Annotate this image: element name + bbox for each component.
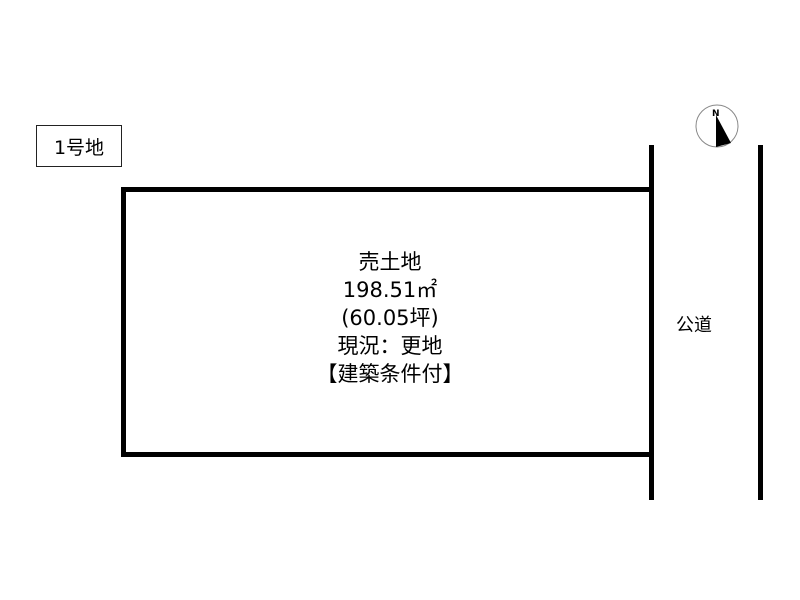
lot-bottom-edge: [121, 452, 653, 457]
road-right-edge: [758, 145, 763, 500]
svg-text:N: N: [712, 109, 720, 119]
lot-area-sqm: 198.51㎡: [342, 278, 438, 302]
lot-area-tsubo: (60.05坪): [341, 306, 439, 330]
lot-left-edge: [121, 187, 126, 457]
road-left-edge: [649, 145, 654, 500]
compass-north-icon: N: [694, 103, 740, 149]
lot-outline: [121, 187, 653, 457]
road-label: 公道: [676, 315, 712, 336]
lot-status: 売土地: [358, 250, 422, 274]
lot-condition: 現況：更地: [337, 334, 443, 358]
lot-info: 売土地 198.51㎡ (60.05坪) 現況：更地 【建築条件付】: [290, 248, 490, 388]
lot-building-condition: 【建築条件付】: [316, 362, 464, 386]
lot-top-edge: [121, 187, 653, 192]
lot-number-text: 1号地: [53, 136, 105, 159]
lot-number-label: 1号地: [36, 125, 122, 167]
